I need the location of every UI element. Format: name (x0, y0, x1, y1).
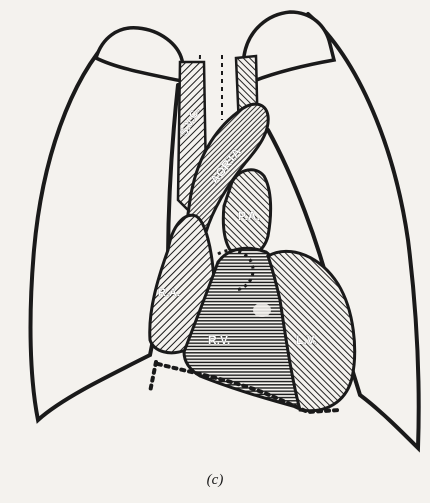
label-lv: L.V. (296, 333, 317, 347)
figure-caption: (c) (0, 472, 430, 489)
label-ra: R.A. (158, 287, 180, 299)
left-clavicle (96, 28, 186, 82)
ivc-dotted-line (150, 362, 156, 392)
label-pa: P.A. (238, 209, 260, 223)
highlight-spot (253, 303, 271, 317)
label-rv: R.V. (208, 333, 230, 347)
